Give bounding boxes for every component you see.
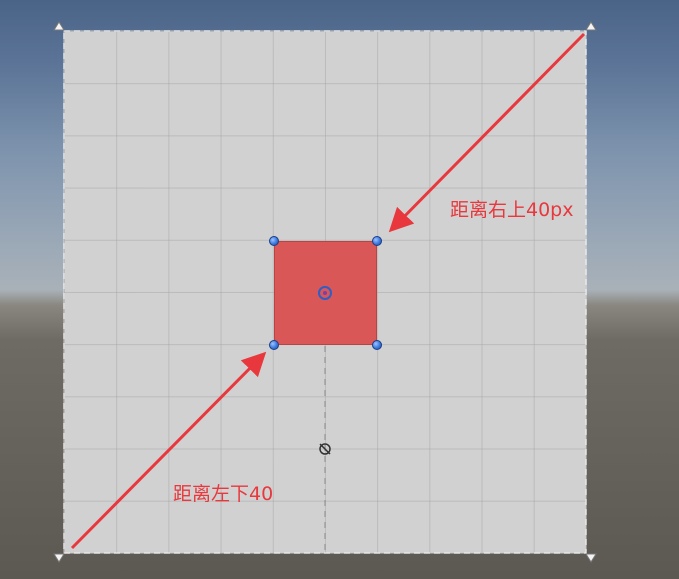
handle-bottom-left-icon[interactable] [269,340,279,350]
handle-top-right-icon[interactable] [372,236,382,246]
handle-top-left-icon[interactable] [269,236,279,246]
anchor-bottom-left-icon[interactable] [53,553,65,563]
handle-bottom-right-icon[interactable] [372,340,382,350]
pivot-circle-icon[interactable] [317,285,333,301]
anchor-top-right-icon[interactable] [585,21,597,31]
anchor-top-left-icon[interactable] [53,21,65,31]
label-top-right-distance: 距离右上40px [450,199,574,221]
move-tool-icon[interactable] [319,443,331,455]
arrow-top-right [388,32,586,233]
canvas-outline [63,30,587,554]
arrow-bottom-left [70,351,267,550]
anchor-bottom-right-icon[interactable] [585,553,597,563]
label-bottom-left-distance: 距离左下40 [173,483,274,505]
